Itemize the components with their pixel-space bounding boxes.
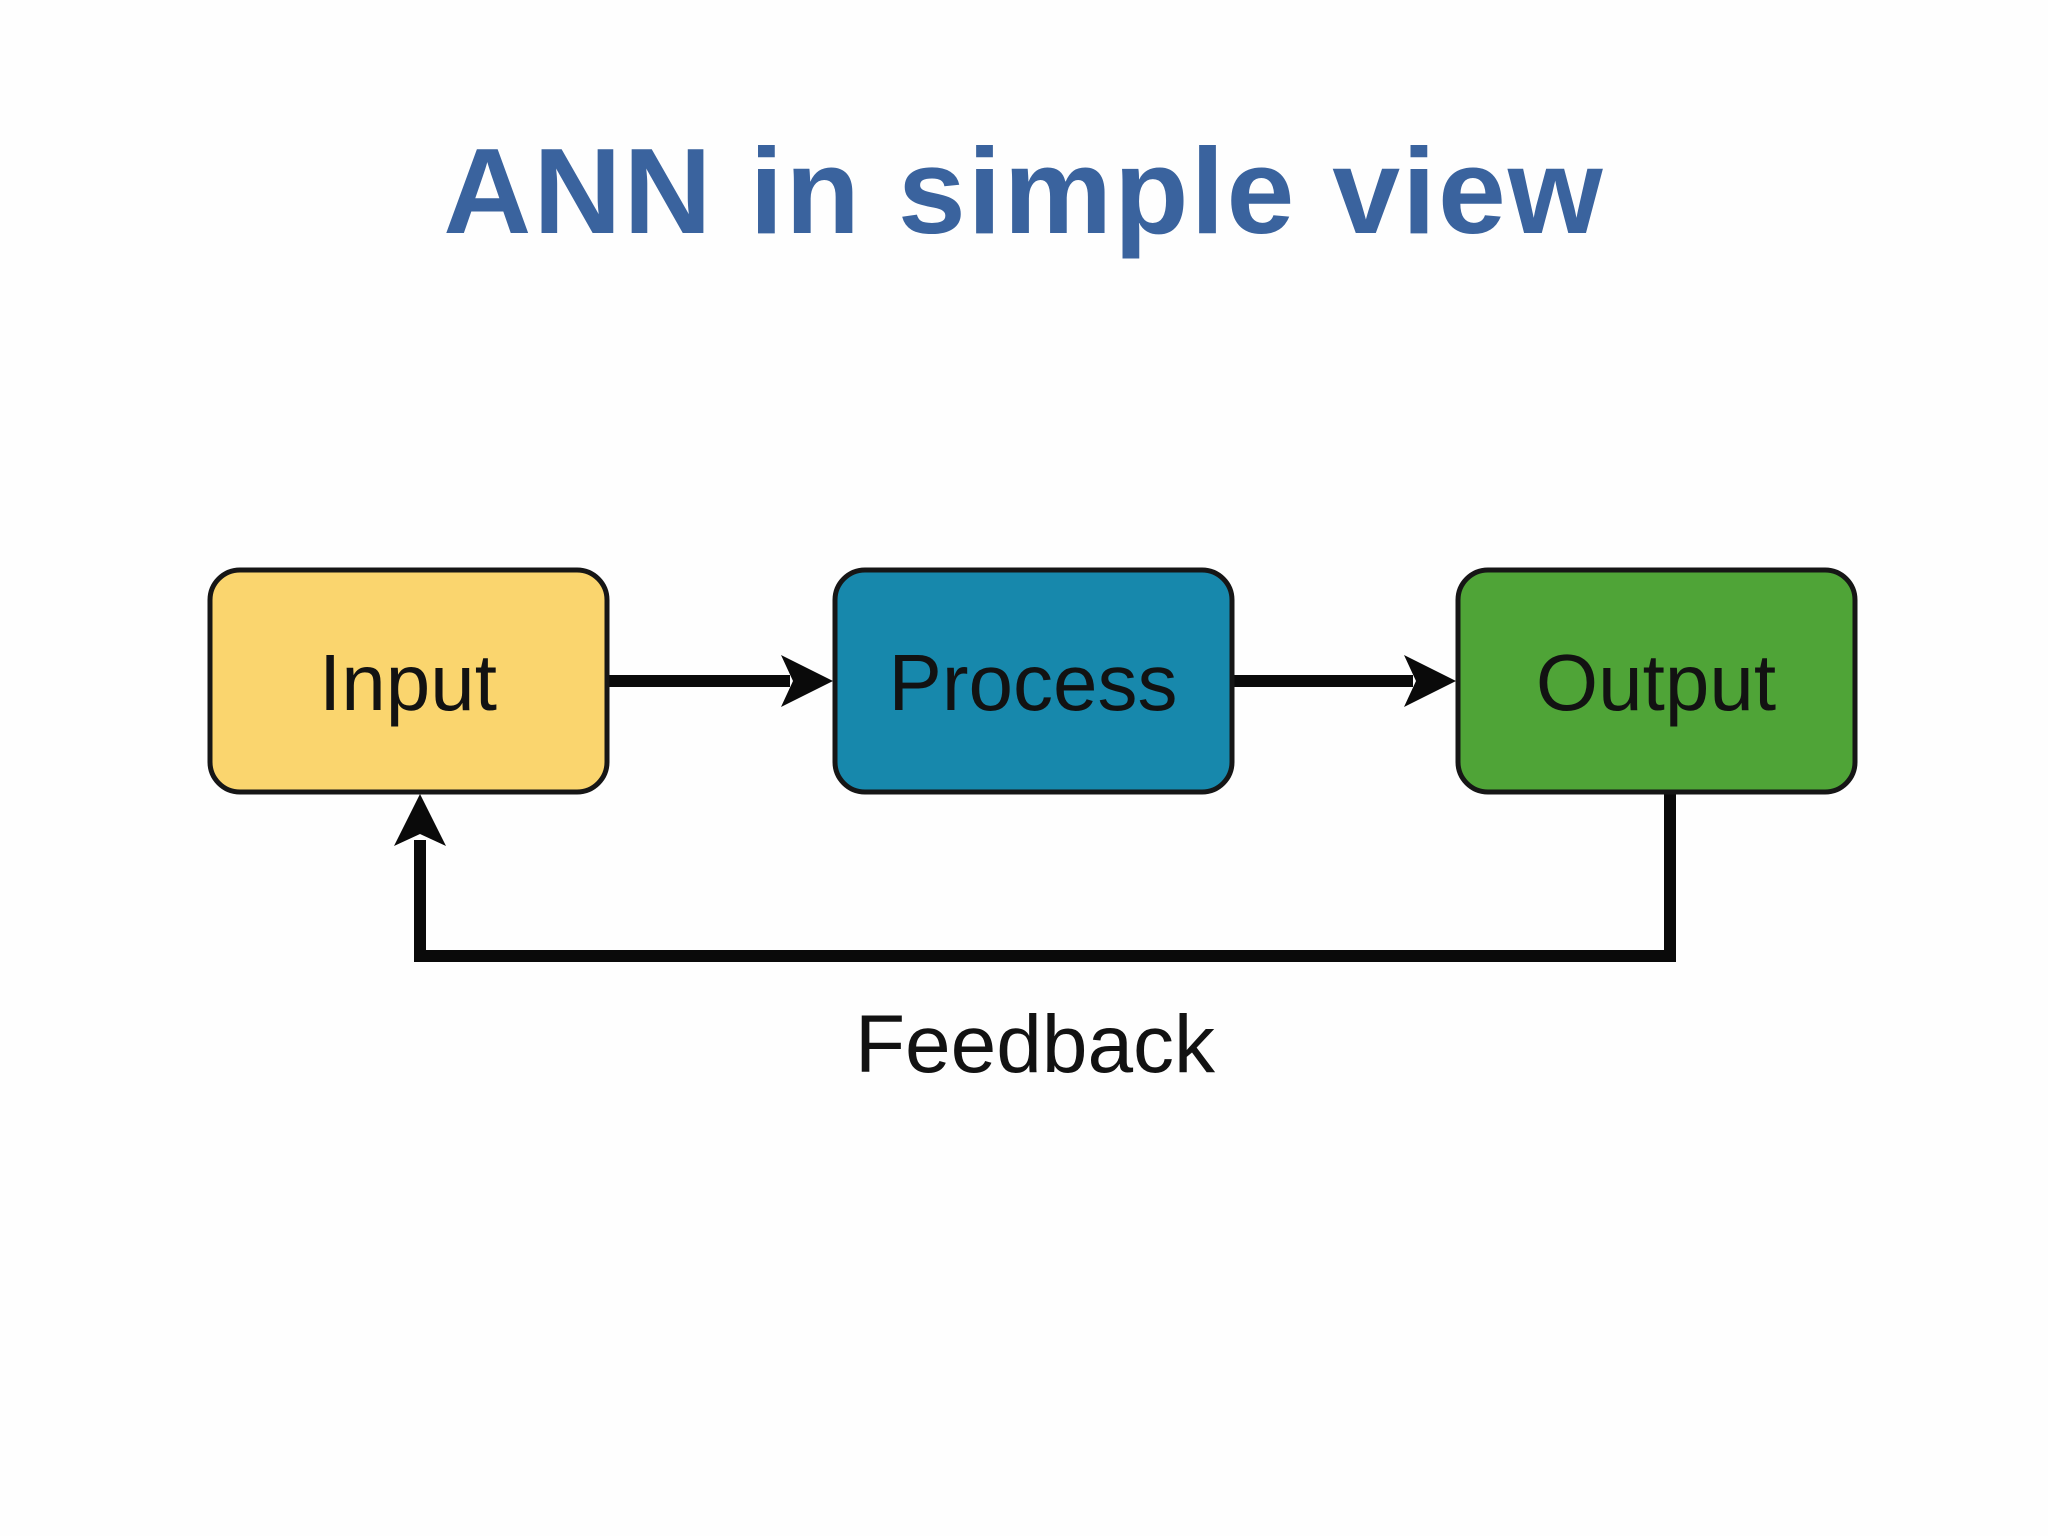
arrowhead-right-icon — [1404, 655, 1456, 707]
node-output-box — [1455, 567, 1858, 795]
node-process: Process — [832, 567, 1235, 795]
node-process-box — [832, 567, 1235, 795]
arrow-input-to-process — [604, 655, 833, 707]
node-output-label: Output — [1536, 638, 1776, 727]
node-process-label: Process — [889, 638, 1178, 727]
feedback-label: Feedback — [855, 999, 1216, 1090]
node-input-label: Input — [319, 638, 497, 727]
arrowhead-up-icon — [394, 794, 446, 846]
node-input: Input — [207, 567, 610, 795]
arrowhead-right-icon — [781, 655, 833, 707]
arrow-process-to-output — [1229, 655, 1456, 707]
feedback-shaft — [414, 788, 1676, 962]
feedback-arrow — [394, 788, 1676, 962]
node-output: Output — [1455, 567, 1858, 795]
node-input-box — [207, 567, 610, 795]
slide-title: ANN in simple view — [443, 123, 1605, 259]
